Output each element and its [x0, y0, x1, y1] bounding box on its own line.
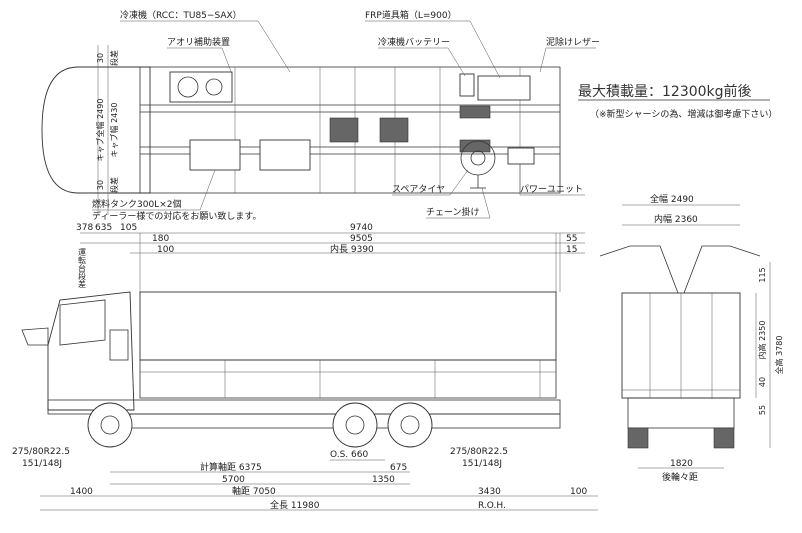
plan-bottom-step: 段差 [109, 177, 119, 193]
dim-inner-9390: 内長 9390 [330, 243, 374, 255]
dim-overall: 全長 11980 [270, 499, 320, 511]
plan-fuel-tank-2 [259, 139, 311, 171]
dim-635: 635 [95, 223, 112, 233]
dim-100b: 100 [570, 487, 587, 497]
dim-calc-wb: 計算軸距 6375 [200, 461, 262, 473]
side-view [21, 291, 561, 448]
side-box-body [139, 291, 557, 361]
plan-top-30: 30 [96, 53, 105, 63]
dim-5700: 5700 [222, 475, 245, 485]
plan-cab-inner: キャブ幅 2430 [109, 103, 119, 158]
plan-cab-width: キャブ全幅 2490 [95, 99, 105, 162]
plan-body-outline [139, 66, 561, 194]
dim-378: 378 [76, 223, 93, 233]
plan-top-step: 段差 [109, 50, 119, 66]
plan-frp-box [477, 75, 531, 101]
capacity-label: 最大積載量：12300kg前後 [578, 83, 752, 100]
dim-1350: 1350 [372, 475, 395, 485]
dim-9740: 9740 [350, 223, 373, 233]
rear-d115: 115 [758, 267, 767, 282]
dim-1400: 1400 [70, 487, 93, 497]
plan-view [41, 66, 561, 194]
side-rear-wheel-1 [332, 402, 378, 448]
plan-cab [41, 66, 151, 194]
callout-reefer: 冷凍機（RCC：TU85−SAX） [120, 9, 242, 21]
dim-15: 15 [566, 245, 577, 255]
plan-callouts: 冷凍機（RCC：TU85−SAX） FRP道具箱（L=900） アオリ補助装置 … [92, 9, 600, 222]
rear-d55: 55 [758, 405, 767, 415]
callout-power-unit: パワーユニット [520, 184, 583, 195]
callout-dealer-note: ディーラー様での対応をお願い致します。 [92, 210, 261, 222]
plan-power-unit [507, 147, 535, 165]
dim-100: 100 [157, 245, 174, 255]
dim-roh: R.O.H. [478, 501, 506, 511]
plan-battery [459, 73, 475, 97]
dim-55: 55 [566, 234, 577, 244]
plan-dimensions: 30 段差 キャブ全幅 2490 キャブ幅 2430 30 段差 [95, 45, 119, 215]
rear-view [599, 245, 761, 449]
tire-rear-2: 151/148J [462, 459, 502, 469]
dim-9505: 9505 [350, 234, 373, 244]
rear-track: 1820 [670, 459, 693, 469]
rear-track-label: 後輪々距 [662, 471, 698, 483]
capacity-note: （※新型シャーシの為、増減は御考慮下さい） [590, 108, 777, 120]
callout-frp-box: FRP道具箱（L=900） [365, 9, 457, 21]
callout-battery: 冷凍機バッテリー [378, 36, 450, 48]
rear-dimensions: 全幅 2490 内幅 2360 115 内高 2350 全高 3780 40 5… [622, 193, 784, 483]
rear-overall-width: 全幅 2490 [650, 193, 694, 205]
plan-fuel-tank-1 [189, 139, 241, 171]
tire-front-1: 275/80R22.5 [12, 447, 70, 457]
tire-rear-1: 275/80R22.5 [450, 447, 508, 457]
callout-mudguard: 泥除けレザー [546, 36, 600, 48]
dim-wheelbase: 軸距 7050 [232, 485, 276, 497]
dim-105: 105 [120, 223, 137, 233]
dim-180: 180 [152, 234, 169, 244]
plan-bottom-30: 30 [96, 180, 105, 190]
callout-fuel-tank: 燃料タンク300L×2個 [92, 198, 181, 210]
side-dimensions: 378 635 105 9740 180 9505 55 100 内長 9390… [12, 223, 598, 511]
capacity-block: 最大積載量：12300kg前後 （※新型シャーシの為、増減は御考慮下さい） [578, 83, 777, 120]
callout-chain: チェーン掛け [426, 206, 480, 218]
dim-3430: 3430 [478, 487, 501, 497]
side-cab [47, 291, 135, 411]
rear-inner-width: 内幅 2360 [654, 213, 698, 225]
rear-inner-height: 内高 2350 [757, 321, 767, 360]
dim-left-vertical: 運転台段差 [78, 248, 87, 288]
dim-675: 675 [390, 463, 407, 473]
plan-reefer-unit [169, 71, 233, 103]
side-rear-wheel-2 [387, 402, 433, 448]
rear-overall-height: 全高 3780 [774, 336, 784, 375]
side-front-wheel [87, 402, 133, 448]
dim-os: O.S. 660 [330, 450, 368, 460]
tire-front-2: 151/148J [22, 459, 62, 469]
callout-aori: アオリ補助装置 [167, 36, 230, 48]
rear-d40: 40 [758, 377, 767, 387]
callout-spare-tire: スペアタイヤ [392, 184, 445, 195]
